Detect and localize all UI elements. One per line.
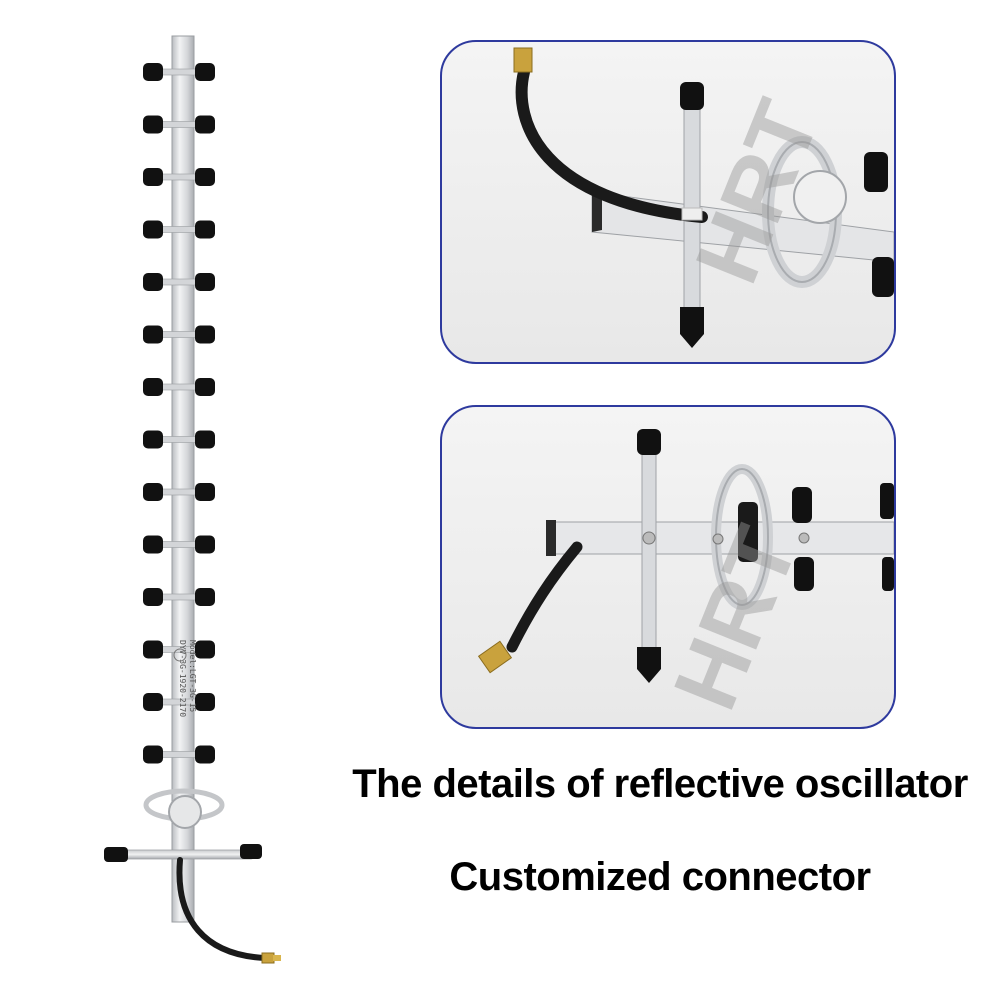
director-cap-left — [143, 483, 163, 501]
caption-reflective-oscillator: The details of reflective oscillator — [352, 762, 968, 806]
reflector-ring-icon — [143, 788, 225, 829]
director-cap-left — [143, 273, 163, 291]
boom-label-line1: Model:LGT-3G-15 — [188, 640, 197, 712]
director-cap-right — [195, 430, 215, 449]
director-cap-right — [195, 745, 215, 764]
caption-customized-connector: Customized connector — [449, 855, 871, 899]
boom-label: Model:LGT-3G-15 DYV-3G-1920-2170 — [178, 640, 197, 717]
yagi-antenna-icon: Model:LGT-3G-15 DYV-3G-1920-2170 — [104, 35, 281, 964]
sma-connector-icon — [477, 640, 513, 674]
director-cap-left — [143, 745, 163, 764]
director-cap-left — [143, 588, 163, 606]
director-cap-right — [195, 588, 215, 606]
director-cap-right — [195, 378, 215, 396]
director-cap-left — [143, 168, 163, 186]
director-cap-right — [195, 220, 215, 239]
director-cap-left — [143, 325, 163, 344]
director-cap-right — [195, 640, 215, 659]
sma-connector-icon — [261, 952, 281, 964]
sma-connector-icon — [513, 47, 533, 73]
director-cap-right — [195, 63, 215, 81]
director-cap-left — [143, 115, 163, 134]
director-cap-left — [143, 640, 163, 659]
director-cap-right — [195, 693, 215, 711]
director-cap-right — [195, 483, 215, 501]
director-cap-right — [195, 273, 215, 291]
director-cap-right — [195, 535, 215, 554]
director-cap-right — [195, 168, 215, 186]
director-cap-right — [195, 325, 215, 344]
connector-detail-photo: HRT — [440, 405, 896, 729]
director-cap-left — [143, 693, 163, 711]
yagi-antenna-image: Model:LGT-3G-15 DYV-3G-1920-2170 — [0, 0, 310, 1000]
boom-label-line2: DYV-3G-1920-2170 — [178, 640, 187, 717]
director-cap-left — [143, 535, 163, 554]
director-cap-left — [143, 63, 163, 81]
director-cap-left — [143, 220, 163, 239]
director-cap-right — [195, 115, 215, 134]
reflector-detail-photo: HRT — [440, 40, 896, 364]
director-cap-left — [143, 430, 163, 449]
director-cap-left — [143, 378, 163, 396]
